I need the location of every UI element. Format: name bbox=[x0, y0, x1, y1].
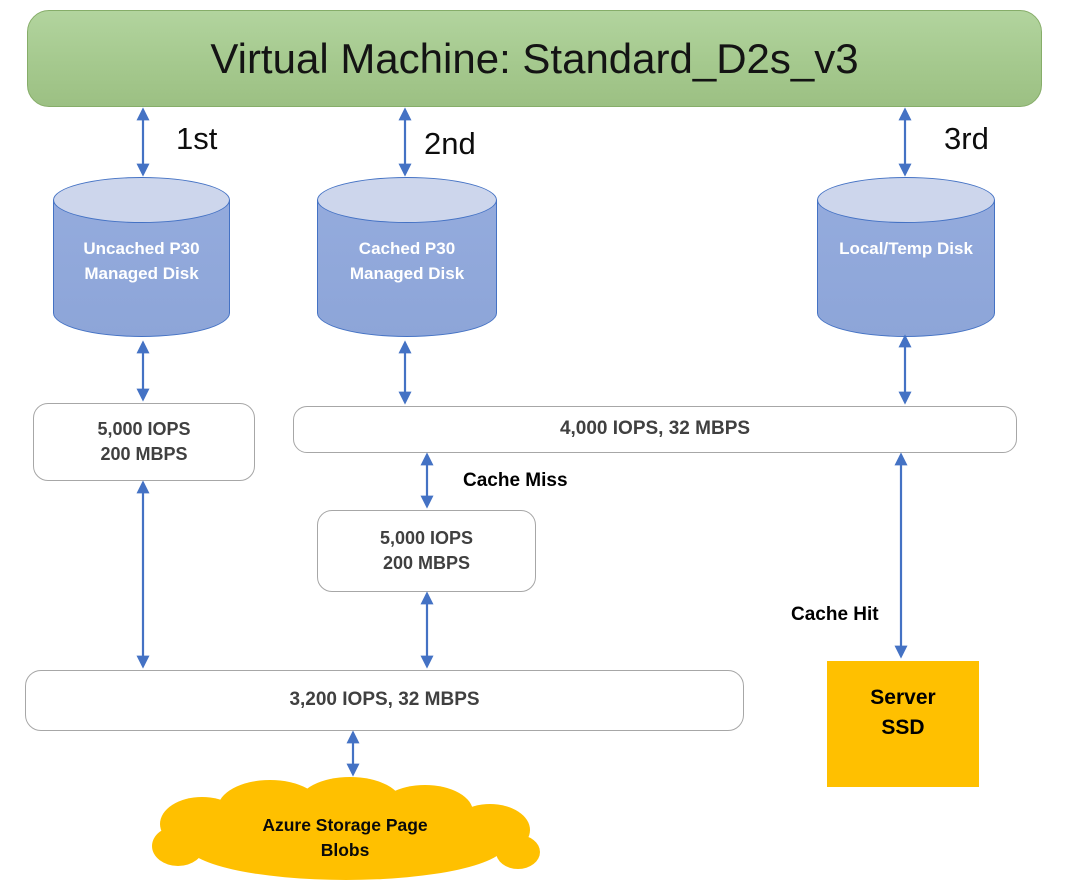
server-ssd-box: Server SSD bbox=[827, 661, 979, 787]
temp-disk-label: Local/Temp Disk bbox=[839, 239, 973, 258]
order-label-2nd: 2nd bbox=[424, 126, 476, 161]
limit-iops: 5,000 IOPS bbox=[379, 527, 474, 548]
cache-hit-label: Cache Hit bbox=[791, 604, 879, 625]
vm-uncached-limit-box: 3,200 IOPS, 32 MBPS bbox=[25, 670, 744, 731]
limit-text: 4,000 IOPS, 32 MBPS bbox=[559, 418, 751, 440]
cached-p30-disk-cylinder: Cached P30 Managed Disk bbox=[317, 177, 497, 337]
disk-cylinder-top bbox=[53, 177, 230, 223]
limit-mbps: 200 MBPS bbox=[100, 444, 188, 464]
order-label-1st: 1st bbox=[176, 121, 218, 156]
uncached-disk-limit-box: 5,000 IOPS 200 MBPS bbox=[33, 403, 255, 481]
azure-storage-cloud-label: Azure Storage Page Blobs bbox=[262, 815, 428, 861]
order-label-3rd: 3rd bbox=[944, 121, 989, 156]
local-temp-disk-cylinder: Local/Temp Disk bbox=[817, 177, 995, 337]
diagram-title: Virtual Machine: Standard_D2s_v3 bbox=[210, 34, 859, 82]
server-ssd-label: Server SSD bbox=[870, 686, 936, 740]
azure-storage-cloud-shape bbox=[152, 777, 540, 880]
cache-miss-label: Cache Miss bbox=[463, 470, 568, 491]
disk-cylinder-top bbox=[817, 177, 995, 223]
uncached-disk-label: Uncached P30 Managed Disk bbox=[83, 239, 200, 283]
cached-disk-limit-box: 5,000 IOPS 200 MBPS bbox=[317, 510, 536, 592]
limit-mbps: 200 MBPS bbox=[382, 553, 471, 573]
limit-text: 3,200 IOPS, 32 MBPS bbox=[289, 689, 480, 711]
uncached-p30-disk-cylinder: Uncached P30 Managed Disk bbox=[53, 177, 230, 337]
cached-disk-label: Cached P30 Managed Disk bbox=[349, 239, 465, 283]
virtual-machine-box: Virtual Machine: Standard_D2s_v3 bbox=[27, 10, 1042, 107]
disk-cylinder-top bbox=[317, 177, 497, 223]
vm-cached-limit-box: 4,000 IOPS, 32 MBPS bbox=[293, 406, 1017, 453]
limit-iops: 5,000 IOPS bbox=[97, 418, 191, 439]
